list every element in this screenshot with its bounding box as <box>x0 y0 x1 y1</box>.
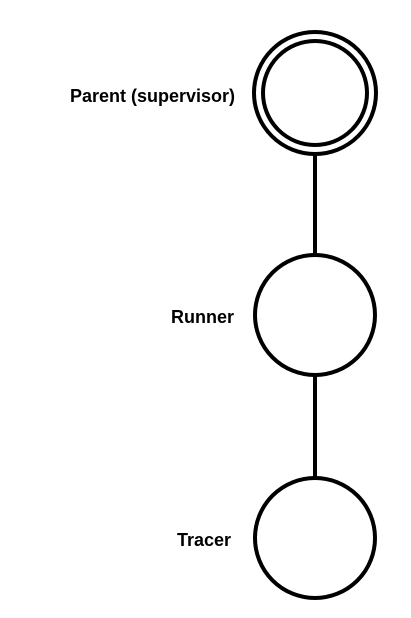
node-tracer: Tracer <box>177 476 377 600</box>
node-parent-label: Parent (supervisor) <box>70 86 235 106</box>
node-runner-label: Runner <box>171 307 234 327</box>
node-parent: Parent (supervisor) <box>70 30 378 156</box>
node-runner: Runner <box>171 253 377 377</box>
node-tracer-circle <box>253 476 377 600</box>
node-tracer-label: Tracer <box>177 530 231 550</box>
node-runner-circle <box>253 253 377 377</box>
node-parent-inner-circle <box>261 39 369 147</box>
